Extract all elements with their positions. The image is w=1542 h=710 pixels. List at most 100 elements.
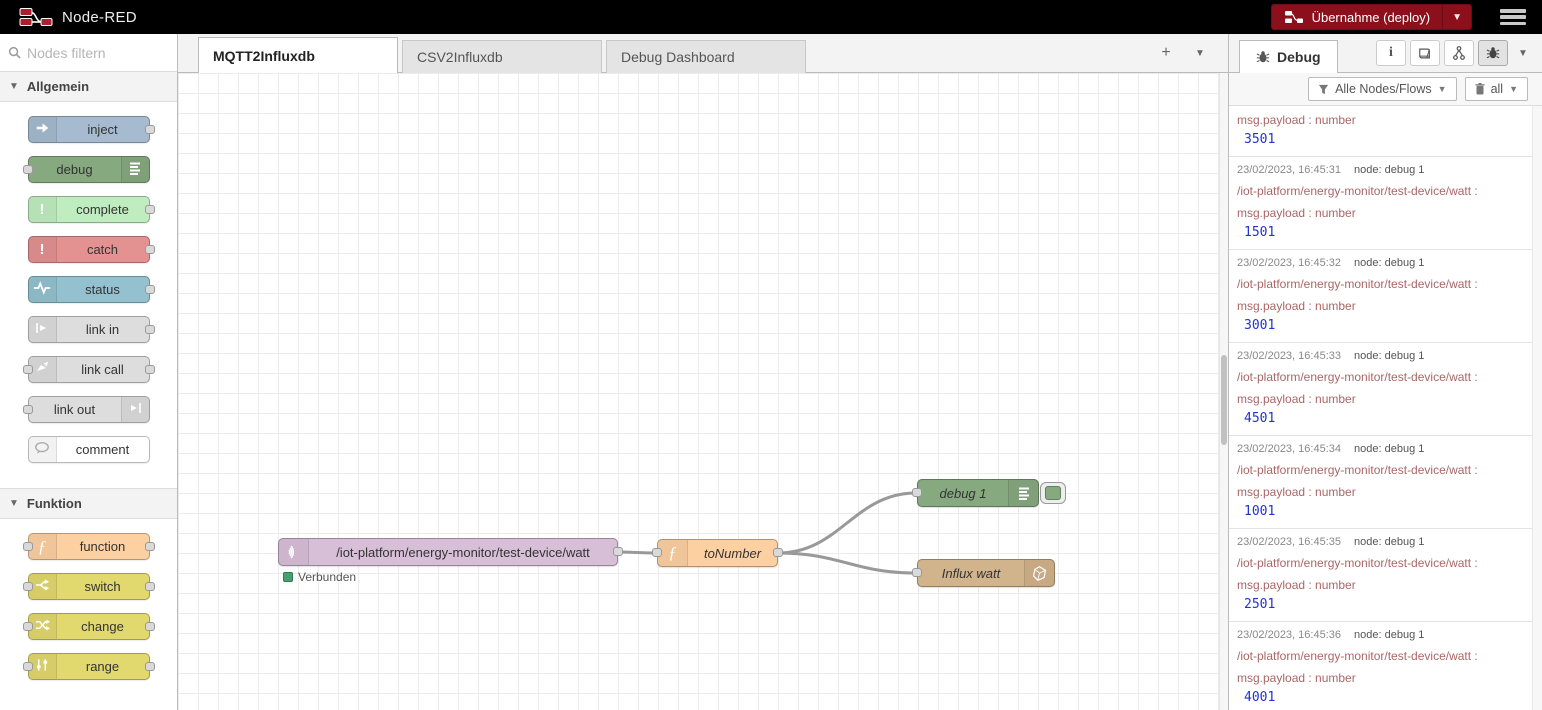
output-port[interactable] <box>144 582 155 591</box>
debug-message[interactable]: 23/02/2023, 16:45:36 node: debug 1 /iot-… <box>1229 622 1532 710</box>
info-sidebar-button[interactable]: i <box>1376 40 1406 66</box>
debug-toolbar: Alle Nodes/Flows ▼ all ▼ <box>1229 73 1542 106</box>
palette-node-debug[interactable]: debug <box>22 156 150 183</box>
canvas-scrollbar-thumb[interactable] <box>1221 355 1227 445</box>
add-flow-button[interactable]: + <box>1161 44 1171 61</box>
palette-node-label: link call <box>81 362 124 377</box>
chevron-down-icon: ▼ <box>1437 84 1447 94</box>
node-label: toNumber <box>703 545 762 561</box>
debug-message-topic: /iot-platform/energy-monitor/test-device… <box>1237 370 1478 384</box>
palette-node-catch[interactable]: ! catch <box>27 236 155 263</box>
debug-enable-toggle[interactable] <box>1040 482 1066 504</box>
palette-node-status[interactable]: status <box>27 276 155 303</box>
chevron-down-icon: ▼ <box>9 81 19 92</box>
input-port[interactable] <box>22 542 33 551</box>
tab-debug[interactable]: Debug <box>1239 40 1338 73</box>
tab-debug-dashboard[interactable]: Debug Dashboard <box>606 40 806 73</box>
input-port[interactable] <box>912 488 922 497</box>
help-sidebar-button[interactable] <box>1410 40 1440 66</box>
palette-node-switch[interactable]: switch <box>22 573 155 600</box>
deploy-button[interactable]: Übernahme (deploy) ▼ <box>1270 4 1472 30</box>
debug-message[interactable]: 23/02/2023, 16:45:31 node: debug 1 /iot-… <box>1229 157 1532 250</box>
debug-message[interactable]: msg.payload : number 3501 <box>1229 106 1532 157</box>
palette-search[interactable] <box>0 34 177 72</box>
palette-node-link-call[interactable]: link call <box>22 356 155 383</box>
node-label: Influx watt <box>941 565 1001 581</box>
git-branch-icon <box>1453 46 1465 60</box>
exclamation-icon: ! <box>39 201 45 218</box>
output-port[interactable] <box>613 547 623 556</box>
tab-csv2influxdb[interactable]: CSV2Influxdb <box>402 40 602 73</box>
debug-filter-button[interactable]: Alle Nodes/Flows ▼ <box>1308 77 1457 101</box>
palette-node-change[interactable]: change <box>22 613 155 640</box>
deploy-button-label: Übernahme (deploy) <box>1311 9 1431 25</box>
canvas-node-mqtt-in[interactable]: /iot-platform/energy-monitor/test-device… <box>278 538 623 566</box>
debug-message-meta: 23/02/2023, 16:45:35 node: debug 1 <box>1237 536 1526 548</box>
debug-message-timestamp: 23/02/2023, 16:45:33 <box>1237 350 1341 362</box>
debug-message[interactable]: 23/02/2023, 16:45:34 node: debug 1 /iot-… <box>1229 436 1532 529</box>
flow-canvas[interactable]: /iot-platform/energy-monitor/test-device… <box>178 73 1228 710</box>
palette-node-link-out[interactable]: link out <box>22 396 150 423</box>
input-port[interactable] <box>22 365 33 374</box>
debug-message-meta: 23/02/2023, 16:45:31 node: debug 1 <box>1237 164 1526 176</box>
output-port[interactable] <box>144 285 155 294</box>
output-port[interactable] <box>144 125 155 134</box>
sidebar-collapse-caret-icon[interactable]: ▼ <box>1518 47 1528 59</box>
debug-message-value: 4001 <box>1244 690 1276 705</box>
output-port[interactable] <box>144 205 155 214</box>
palette-node-inject[interactable]: inject <box>27 116 155 143</box>
debug-clear-button[interactable]: all ▼ <box>1464 77 1528 101</box>
canvas-scrollbar[interactable] <box>1219 73 1228 710</box>
input-port[interactable] <box>652 548 662 557</box>
palette-search-input[interactable] <box>27 44 157 61</box>
debug-message[interactable]: 23/02/2023, 16:45:32 node: debug 1 /iot-… <box>1229 250 1532 343</box>
palette-node-label: range <box>85 659 120 674</box>
palette-category-allgemein[interactable]: ▼Allgemein <box>0 72 177 102</box>
debug-sidebar-button[interactable] <box>1478 40 1508 66</box>
palette-category-funktion[interactable]: ▼Funktion <box>0 488 177 519</box>
input-port[interactable] <box>912 568 922 577</box>
mqtt-icon <box>287 545 294 559</box>
palette-node-comment[interactable]: comment <box>27 436 150 463</box>
output-port[interactable] <box>144 662 155 671</box>
output-port[interactable] <box>773 548 783 557</box>
palette-node-link-in[interactable]: link in <box>27 316 155 343</box>
debug-scrollbar[interactable] <box>1532 106 1542 710</box>
link-out-icon <box>128 401 142 418</box>
palette-node-label: function <box>79 539 126 554</box>
canvas-node-debug-1[interactable]: debug 1 <box>912 479 1066 507</box>
debug-message[interactable]: 23/02/2023, 16:45:33 node: debug 1 /iot-… <box>1229 343 1532 436</box>
debug-message-list[interactable]: msg.payload : number 3501 23/02/2023, 16… <box>1229 106 1542 710</box>
debug-message-value: 3001 <box>1244 318 1276 333</box>
deploy-caret-icon[interactable]: ▼ <box>1442 5 1471 29</box>
input-port[interactable] <box>22 165 33 174</box>
exclamation-icon: ! <box>39 241 45 258</box>
palette-node-function[interactable]: ƒ function <box>22 533 155 560</box>
palette-node-range[interactable]: range <box>22 653 155 680</box>
debug-message-node: node: debug 1 <box>1354 443 1425 455</box>
config-nodes-sidebar-button[interactable] <box>1444 40 1474 66</box>
mqtt-node-status: Verbunden <box>283 570 356 584</box>
bug-icon <box>1256 51 1270 63</box>
input-port[interactable] <box>22 582 33 591</box>
debug-message[interactable]: 23/02/2023, 16:45:35 node: debug 1 /iot-… <box>1229 529 1532 622</box>
palette-body: ▼Allgemein inject debug ! complete ! cat… <box>0 72 177 710</box>
output-port[interactable] <box>144 365 155 374</box>
flow-wires <box>616 491 918 575</box>
output-port[interactable] <box>144 245 155 254</box>
output-port[interactable] <box>144 542 155 551</box>
canvas-node-tonumber[interactable]: ƒ toNumber <box>652 539 783 567</box>
input-port[interactable] <box>22 622 33 631</box>
output-port[interactable] <box>144 325 155 334</box>
tab-mqtt2influxdb[interactable]: MQTT2Influxdb <box>198 37 398 73</box>
link-in-icon <box>35 321 49 338</box>
output-port[interactable] <box>144 622 155 631</box>
main-menu-icon[interactable] <box>1500 7 1526 27</box>
canvas-node-influx-watt[interactable]: Influx watt <box>912 559 1055 587</box>
input-port[interactable] <box>22 662 33 671</box>
debug-message-meta: 23/02/2023, 16:45:32 node: debug 1 <box>1237 257 1526 269</box>
tab-list-caret-icon[interactable]: ▼ <box>1195 47 1205 59</box>
debug-message-payload-path: msg.payload : number <box>1237 299 1356 313</box>
input-port[interactable] <box>22 405 33 414</box>
palette-node-complete[interactable]: ! complete <box>27 196 155 223</box>
